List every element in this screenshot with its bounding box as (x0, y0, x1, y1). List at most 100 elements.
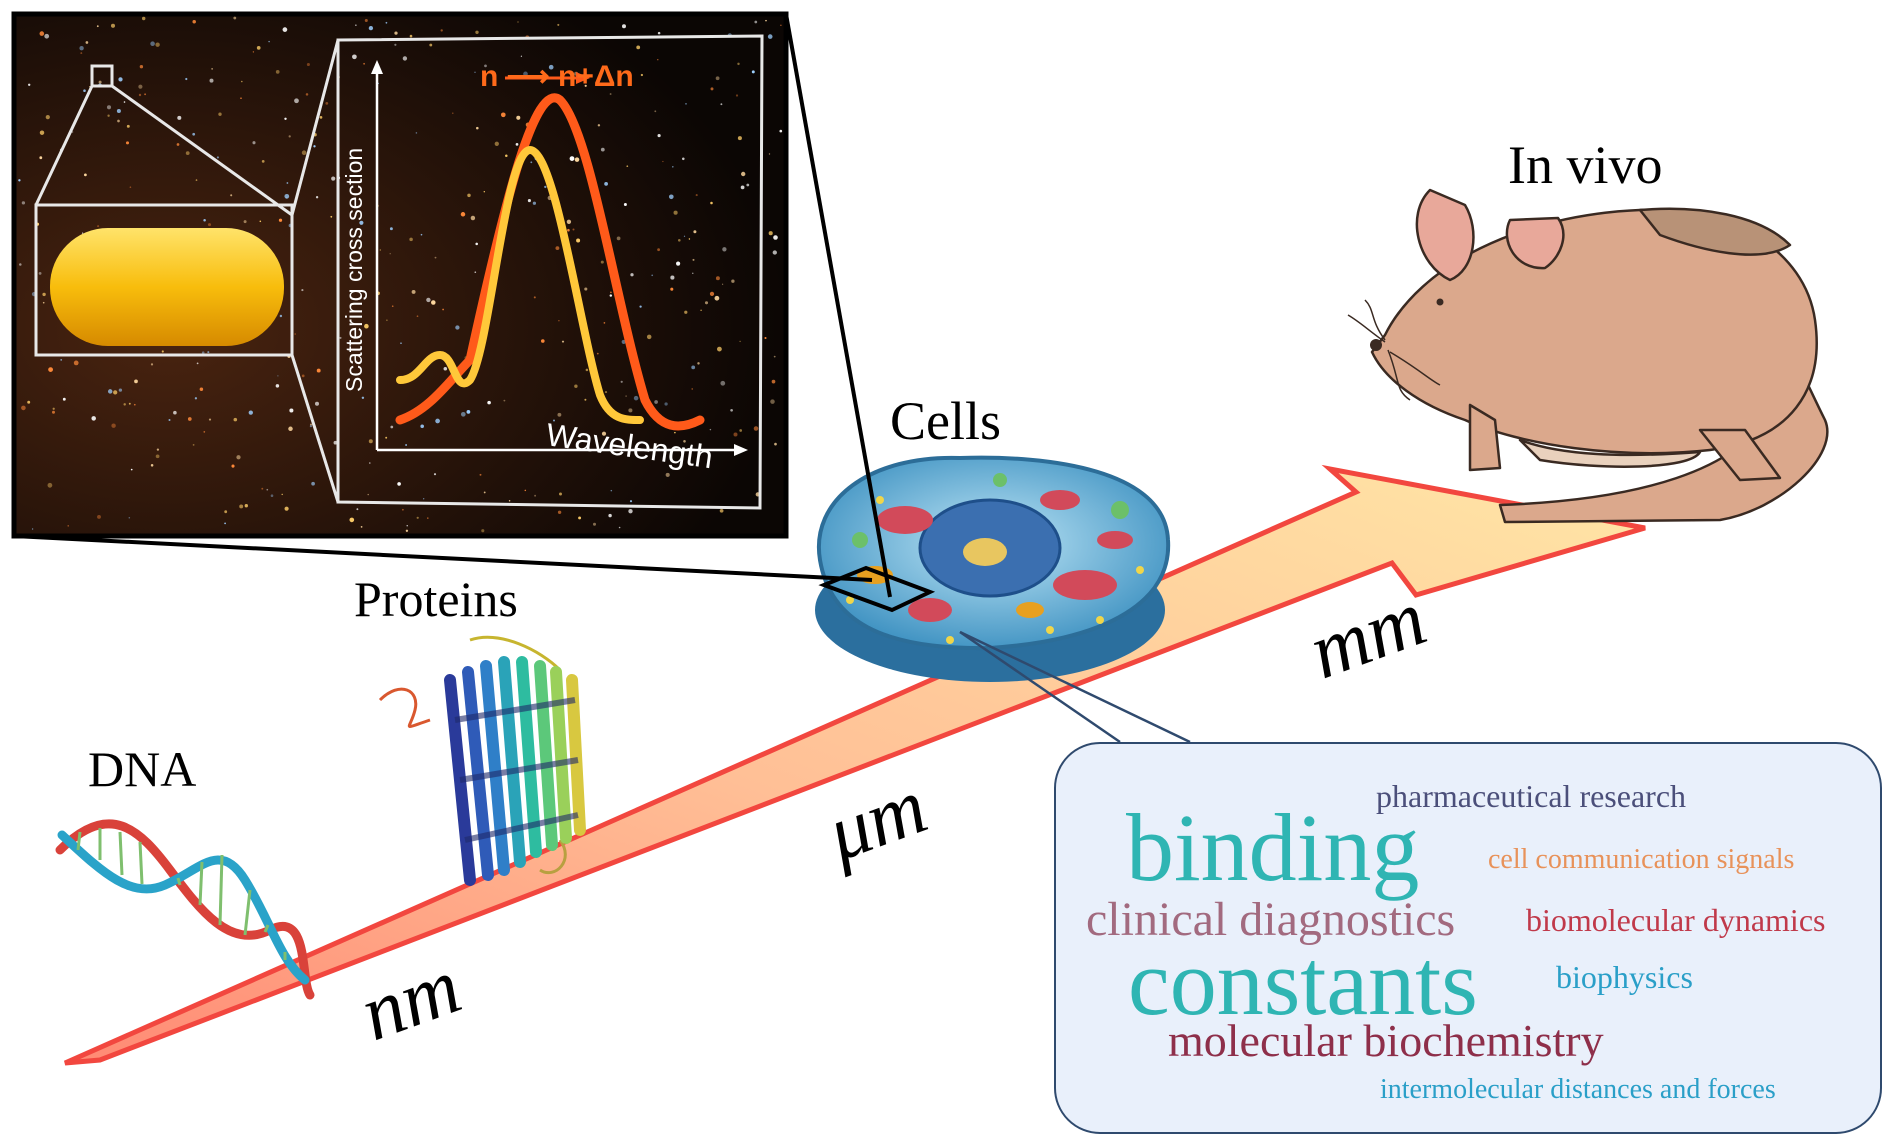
star-dot (576, 238, 581, 243)
star-dot (460, 212, 466, 217)
star-dot (693, 230, 697, 234)
scale-arrow (63, 464, 1646, 1066)
star-dot (500, 112, 506, 118)
star-dot (553, 419, 555, 422)
star-dot (98, 80, 102, 84)
star-dot (325, 102, 329, 105)
applications-word-cloud: pharmaceutical research binding cell com… (1054, 742, 1882, 1134)
star-dot (80, 52, 83, 55)
star-dot (133, 403, 136, 406)
star-dot (207, 351, 210, 354)
star-dot (406, 525, 408, 527)
star-dot (467, 193, 471, 198)
star-dot (691, 365, 696, 370)
star-dot (139, 65, 144, 69)
star-dot (572, 228, 575, 231)
star-dot (657, 31, 661, 35)
star-dot (719, 508, 724, 513)
star-dot (621, 339, 626, 344)
star-dot (592, 522, 597, 526)
star-dot (113, 390, 118, 395)
star-dot (559, 492, 562, 496)
star-dot (349, 517, 355, 523)
star-dot (768, 153, 771, 155)
star-dot (515, 143, 519, 146)
star-dot (314, 401, 320, 406)
star-dot (739, 340, 741, 343)
star-dot (339, 336, 342, 339)
star-dot (259, 220, 262, 223)
star-dot (394, 31, 398, 35)
star-dot (216, 156, 219, 159)
star-dot (452, 112, 454, 114)
star-dot (633, 395, 639, 401)
star-dot (319, 116, 323, 119)
star-dot (517, 21, 519, 23)
star-dot (683, 235, 686, 237)
star-dot (18, 179, 21, 182)
star-dot (289, 408, 294, 413)
star-dot (27, 400, 31, 404)
star-dot (503, 399, 506, 402)
star-dot (460, 411, 466, 417)
star-dot (722, 247, 727, 252)
dna-helix-illustration (55, 819, 315, 1000)
star-dot (610, 291, 612, 294)
star-dot (351, 290, 354, 293)
star-dot (773, 355, 776, 358)
star-dot (654, 400, 658, 404)
star-dot (150, 41, 155, 46)
star-dot (483, 191, 485, 193)
star-dot (754, 20, 758, 24)
star-dot (19, 263, 22, 266)
star-dot (466, 410, 471, 414)
star-dot (657, 134, 661, 138)
star-dot (774, 442, 777, 446)
star-dot (111, 423, 116, 428)
star-dot (561, 340, 565, 343)
star-dot (60, 359, 63, 361)
star-dot (530, 161, 533, 164)
star-dot (688, 238, 691, 240)
star-dot (674, 431, 676, 434)
star-dot (385, 21, 388, 24)
star-dot (435, 418, 440, 424)
star-dot (670, 287, 674, 291)
star-dot (261, 487, 264, 490)
star-dot (176, 143, 180, 146)
star-dot (278, 218, 283, 222)
star-dot (662, 160, 664, 163)
star-dot (555, 246, 560, 251)
star-dot (192, 132, 196, 136)
zoom-connector (13, 13, 936, 613)
star-dot (628, 408, 633, 413)
star-dot (672, 166, 674, 168)
initial-peak-curve (396, 145, 644, 424)
star-dot (192, 19, 196, 24)
star-dot (313, 145, 316, 148)
star-dot (279, 314, 283, 318)
star-dot (764, 336, 767, 340)
star-dot (277, 375, 279, 377)
star-dot (270, 494, 274, 497)
star-dot (483, 491, 486, 494)
word-pharmaceutical-research: pharmaceutical research (1376, 778, 1687, 814)
star-dot (155, 42, 160, 47)
star-dot (261, 160, 265, 163)
star-dot (129, 186, 132, 188)
label-in-vivo: In vivo (1508, 135, 1663, 195)
star-dot (709, 428, 712, 431)
star-dot (740, 185, 745, 190)
star-dot (484, 64, 487, 68)
star-dot (625, 395, 627, 397)
star-dot (81, 232, 84, 234)
protein-illustration (378, 635, 586, 886)
star-dot (97, 514, 101, 519)
star-dot (720, 103, 723, 106)
star-dot (389, 253, 391, 255)
mouse-illustration (1347, 188, 1829, 524)
star-dot (616, 236, 621, 241)
star-dot (557, 510, 562, 514)
star-dot (584, 287, 588, 291)
star-dot (192, 444, 195, 446)
